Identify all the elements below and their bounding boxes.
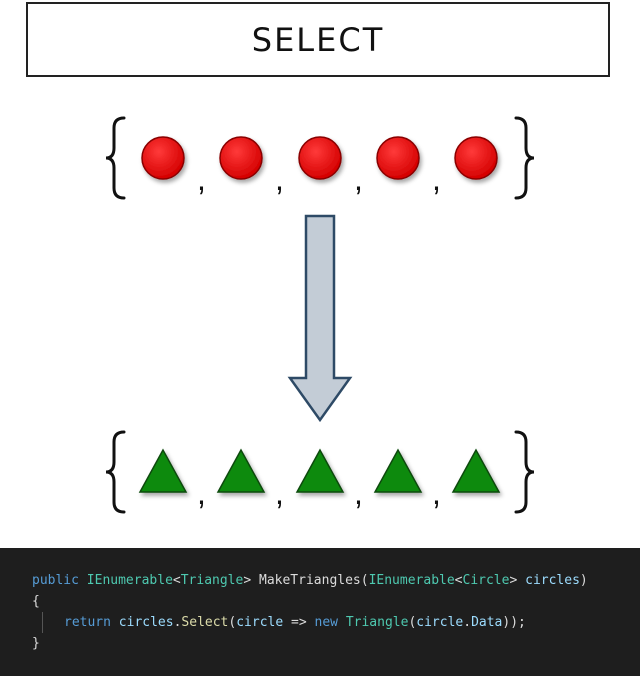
lambda-arrow: =>	[283, 615, 315, 630]
type-ienumerable-param: IEnumerable	[368, 573, 455, 588]
angle-open: <	[454, 573, 463, 588]
paren-close: )	[579, 573, 588, 588]
lambda-param: circle	[236, 615, 284, 630]
param-circles: circles	[525, 573, 580, 588]
down-arrow	[287, 214, 353, 423]
type-circle: Circle	[462, 573, 510, 588]
paren-open: (	[360, 573, 369, 588]
output-triangle-4	[373, 448, 423, 493]
input-comma-2: ,	[275, 161, 284, 197]
paren-open: (	[228, 615, 237, 630]
type-triangle: Triangle	[180, 573, 244, 588]
statement-end: ));	[502, 615, 526, 630]
type-triangle-ctor: Triangle	[345, 615, 409, 630]
output-triangle-2	[216, 448, 266, 493]
output-left-brace	[105, 430, 126, 514]
code-panel: public IEnumerable<Triangle> MakeTriangl…	[0, 548, 640, 676]
method-name: MakeTriangles	[259, 573, 361, 588]
code-line-close-brace: }	[0, 633, 640, 654]
paren-open: (	[408, 615, 417, 630]
output-triangle-3	[295, 448, 345, 493]
input-circle-3	[298, 136, 342, 180]
kw-public: public	[32, 573, 79, 588]
space	[517, 573, 525, 588]
title-text: SELECT	[251, 20, 385, 59]
code-line-return: return circles.Select(circle => new Tria…	[0, 612, 640, 633]
space	[111, 615, 119, 630]
output-comma-3: ,	[354, 475, 363, 511]
kw-return: return	[64, 615, 111, 630]
angle-open: <	[172, 573, 181, 588]
angle-close: >	[243, 573, 252, 588]
dot: .	[173, 615, 182, 630]
var-circle: circle	[416, 615, 464, 630]
output-comma-4: ,	[432, 475, 441, 511]
input-circle-5	[454, 136, 498, 180]
select-diagram: , , , , , , , ,	[105, 116, 535, 514]
input-circle-2	[219, 136, 263, 180]
code-line-signature: public IEnumerable<Triangle> MakeTriangl…	[0, 570, 640, 591]
brace-open: {	[32, 594, 40, 609]
type-ienumerable: IEnumerable	[86, 573, 173, 588]
input-right-brace	[514, 116, 535, 200]
method-select: Select	[181, 615, 229, 630]
input-circle-1	[141, 136, 185, 180]
brace-close: }	[32, 636, 40, 651]
indent-guide	[42, 612, 43, 633]
angle-close: >	[509, 573, 518, 588]
prop-data: Data	[471, 615, 503, 630]
input-left-brace	[105, 116, 126, 200]
code-line-open-brace: {	[0, 591, 640, 612]
dot: .	[463, 615, 472, 630]
input-comma-3: ,	[354, 161, 363, 197]
title-box: SELECT	[26, 2, 610, 77]
output-right-brace	[514, 430, 535, 514]
space	[338, 615, 346, 630]
input-comma-1: ,	[197, 161, 206, 197]
output-comma-1: ,	[197, 475, 206, 511]
kw-new: new	[314, 615, 338, 630]
output-triangle-1	[138, 448, 188, 493]
var-circles: circles	[118, 615, 174, 630]
output-triangle-5	[451, 448, 501, 493]
input-circle-4	[376, 136, 420, 180]
space	[251, 573, 259, 588]
input-comma-4: ,	[432, 161, 441, 197]
output-comma-2: ,	[275, 475, 284, 511]
